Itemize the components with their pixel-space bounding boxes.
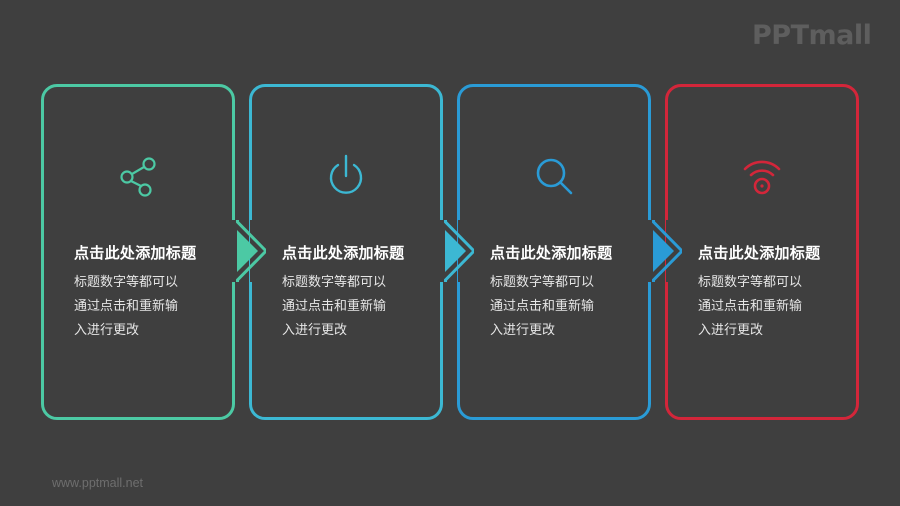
wifi-icon	[743, 160, 781, 195]
card-description: 标题数字等都可以 通过点击和重新输 入进行更改	[490, 271, 640, 343]
description-line: 通过点击和重新输	[74, 299, 179, 314]
arrow-connector-2	[436, 220, 474, 282]
description-line: 入进行更改	[490, 323, 556, 338]
share-icon	[120, 157, 156, 197]
card-title: 点击此处添加标题	[698, 244, 821, 262]
step-card-3: 点击此处添加标题 标题数字等都可以 通过点击和重新输 入进行更改	[457, 84, 651, 420]
description-line: 标题数字等都可以	[490, 275, 595, 290]
pptmall-logo: PPTmall	[752, 20, 872, 51]
card-title: 点击此处添加标题	[282, 244, 405, 262]
arrow-connector-1	[228, 220, 266, 282]
step-card-2: 点击此处添加标题 标题数字等都可以 通过点击和重新输 入进行更改	[249, 84, 443, 420]
description-line: 入进行更改	[698, 323, 764, 338]
card-title: 点击此处添加标题	[490, 244, 613, 262]
step-card-1: 点击此处添加标题 标题数字等都可以 通过点击和重新输 入进行更改	[41, 84, 235, 420]
arrow-connector-3	[644, 220, 682, 282]
card-description: 标题数字等都可以 通过点击和重新输 入进行更改	[74, 271, 224, 343]
description-line: 通过点击和重新输	[698, 299, 803, 314]
card-description: 标题数字等都可以 通过点击和重新输 入进行更改	[282, 271, 432, 343]
search-icon	[536, 158, 573, 195]
card-title: 点击此处添加标题	[74, 244, 197, 262]
description-line: 入进行更改	[74, 323, 140, 338]
description-line: 标题数字等都可以	[74, 275, 179, 290]
step-card-4: 点击此处添加标题 标题数字等都可以 通过点击和重新输 入进行更改	[665, 84, 859, 420]
description-line: 标题数字等都可以	[698, 275, 803, 290]
description-line: 通过点击和重新输	[282, 299, 387, 314]
description-line: 入进行更改	[282, 323, 348, 338]
power-icon	[329, 154, 363, 194]
card-description: 标题数字等都可以 通过点击和重新输 入进行更改	[698, 271, 848, 343]
description-line: 标题数字等都可以	[282, 275, 387, 290]
description-line: 通过点击和重新输	[490, 299, 595, 314]
footer-url: www.pptmall.net	[52, 476, 144, 490]
